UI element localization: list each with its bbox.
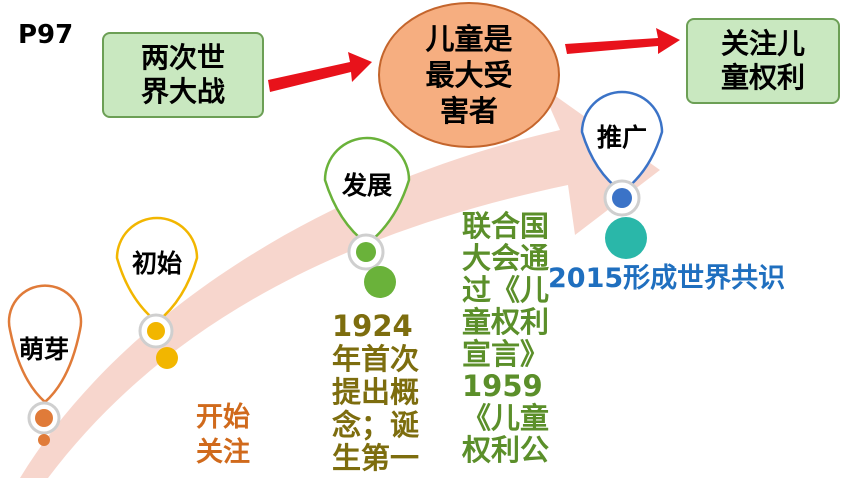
pin-sprout <box>7 284 83 404</box>
red-arrow-left <box>268 52 372 92</box>
dot-sprout <box>35 409 53 427</box>
center-circle: 儿童是 最大受 害者 <box>378 2 560 148</box>
dot-initial <box>147 322 165 340</box>
sweep-arrow <box>20 85 660 478</box>
dot-promote <box>612 188 632 208</box>
note-promote: 2015形成世界共识 <box>548 263 786 294</box>
note-sprout: 开始 关注 <box>196 402 250 468</box>
stage-label-promote: 推广 <box>596 123 647 152</box>
dot-promote-teal <box>605 217 647 259</box>
note-initial: 1924 年首次 提出概 念；诞 生第一 <box>332 309 420 475</box>
stage-label-develop: 发展 <box>341 171 392 200</box>
cause-box: 两次世 界大战 <box>102 32 264 118</box>
result-box: 关注儿 童权利 <box>686 18 840 104</box>
pin-promote <box>580 90 664 194</box>
page-label: P97 <box>18 20 74 50</box>
dot-develop-small <box>364 266 396 298</box>
red-arrow-right <box>565 28 680 54</box>
dot-develop <box>356 242 376 262</box>
pin-initial <box>115 216 199 324</box>
pin-develop <box>323 136 411 246</box>
dot-sprout-small <box>38 434 50 446</box>
note-develop: 联合国 大会通 过《儿 童权利 宣言》 1959 《儿童 权利公 <box>462 209 550 467</box>
stage-label-sprout: 萌芽 <box>18 335 69 364</box>
dot-initial-small <box>156 347 178 369</box>
stage-label-initial: 初始 <box>131 249 182 278</box>
